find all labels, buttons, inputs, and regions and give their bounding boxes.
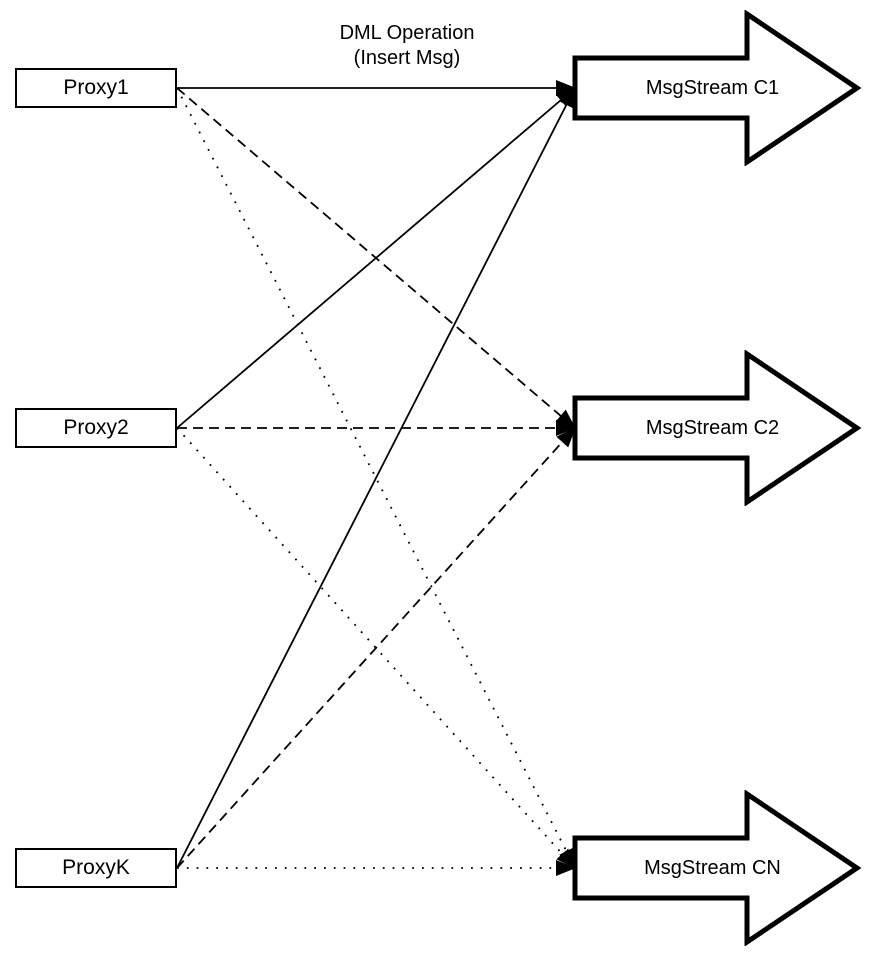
proxy2-label: Proxy2 [63, 416, 129, 439]
proxy1-label: Proxy1 [63, 76, 129, 99]
msgstream-c1-label: MsgStream C1 [645, 76, 780, 99]
dml-operation-label: DML Operation (Insert Msg) [339, 22, 475, 69]
msgstream-cn-label: MsgStream CN [644, 856, 781, 879]
msgstream-cn-arrow [572, 790, 862, 946]
proxyk-node: ProxyK [15, 848, 177, 888]
block-arrow-shape [572, 10, 862, 166]
edge-proxy2-to-cn [176, 427, 576, 869]
proxyk-label: ProxyK [62, 856, 130, 879]
edge-proxy1-to-cn [176, 87, 576, 869]
msgstream-c2-arrow [572, 350, 862, 506]
proxy2-node: Proxy2 [15, 408, 177, 448]
block-arrow-shape [572, 350, 862, 506]
msgstream-c2-label: MsgStream C2 [645, 416, 780, 439]
block-arrow-shape [572, 790, 862, 946]
edge-proxyk-to-c1 [176, 87, 576, 869]
proxy1-node: Proxy1 [15, 68, 177, 108]
edge-proxy1-to-c2 [176, 87, 576, 429]
edge-proxy2-to-c1 [176, 87, 576, 429]
msgstream-c1-arrow [572, 10, 862, 166]
edge-proxyk-to-c2 [176, 427, 576, 869]
